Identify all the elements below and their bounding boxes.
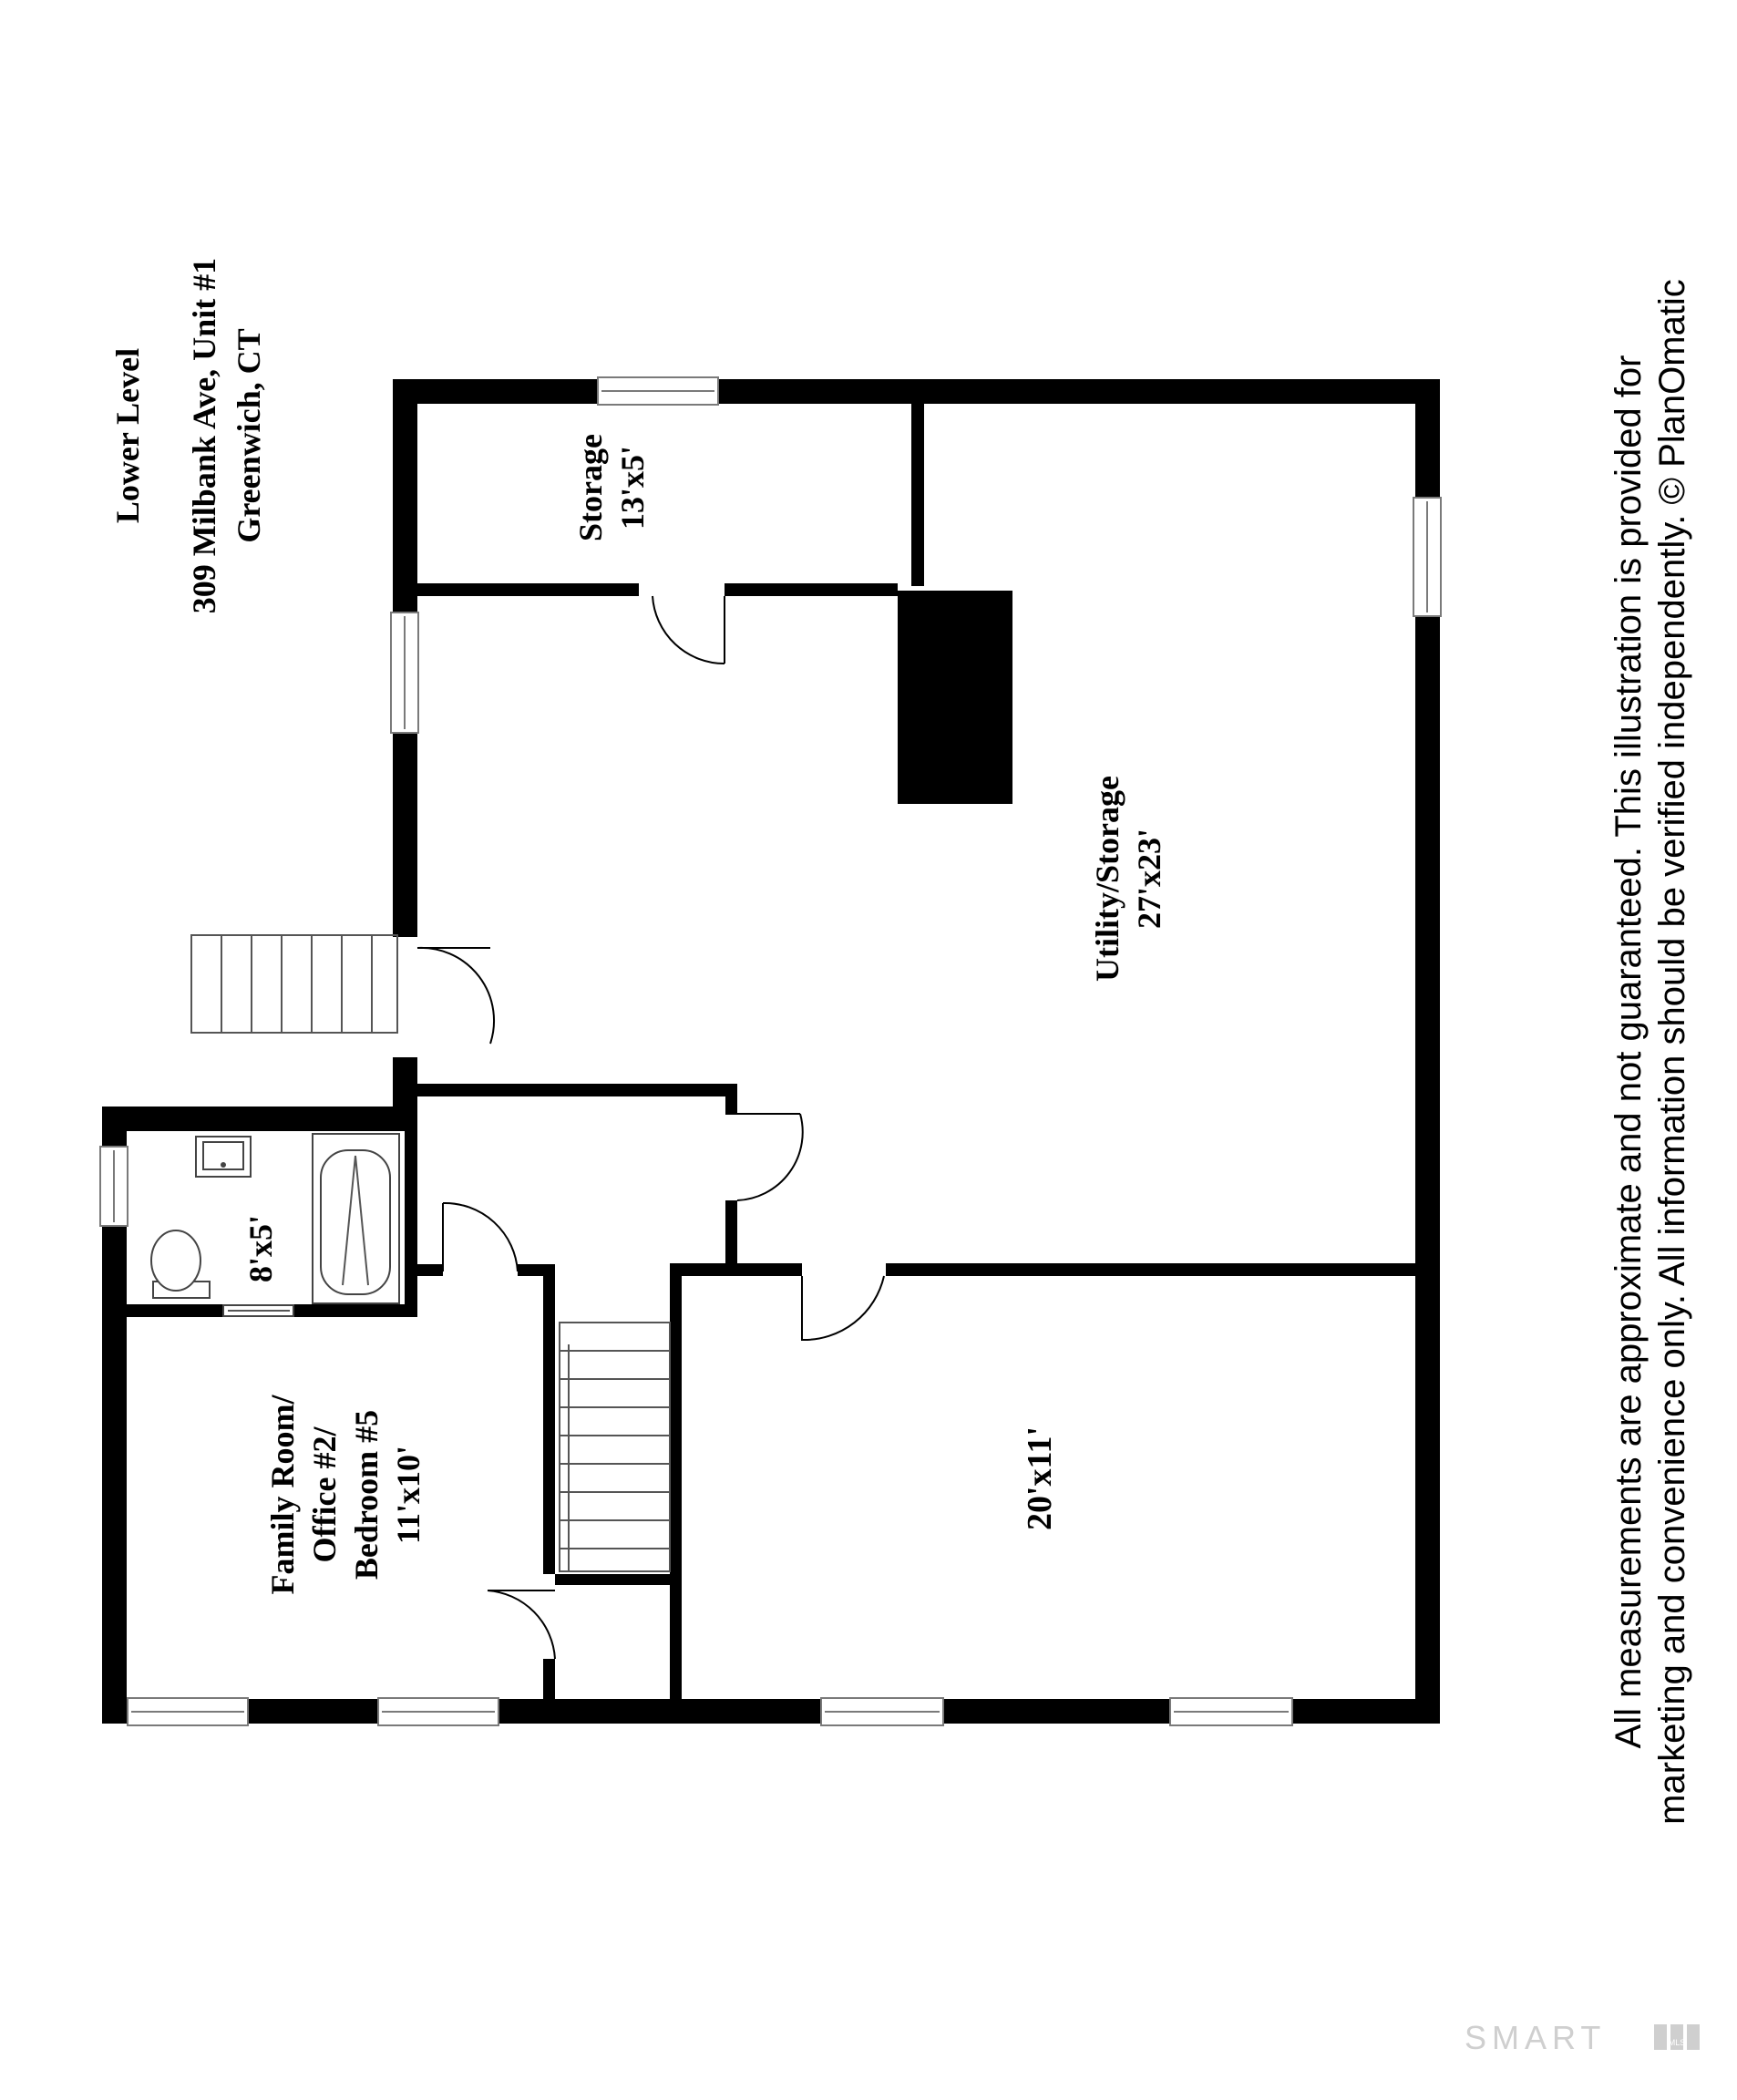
plan-title: Lower Level <box>109 348 146 523</box>
logo-text: SMART <box>1465 2019 1606 2056</box>
family-line1: Family Room/ <box>264 1395 301 1595</box>
utility-label: Utility/Storage 27'x23' <box>1089 776 1167 982</box>
family-line3: Bedroom #5 <box>348 1410 385 1580</box>
bath-size: 8'x5' <box>242 1215 279 1282</box>
storage-name: Storage <box>572 434 609 541</box>
big-room-size: 20'x11' <box>1021 1426 1059 1530</box>
windows <box>99 376 1442 1726</box>
utility-size: 27'x23' <box>1131 829 1167 929</box>
doors <box>416 595 885 1660</box>
interior-stairs <box>559 1322 671 1572</box>
utility-name: Utility/Storage <box>1089 776 1125 982</box>
disclaimer-line2: marketing and convenience only. All info… <box>1652 279 1692 1825</box>
plan-city: Greenwich, CT <box>231 328 267 542</box>
bath-fixtures <box>150 1133 400 1317</box>
family-line2: Office #2/ <box>306 1426 343 1563</box>
logo-sub: MLS <box>1669 2038 1686 2047</box>
walls <box>102 379 1440 1724</box>
family-size: 11'x10' <box>390 1446 427 1544</box>
storage-label: Storage 13'x5' <box>572 434 651 541</box>
exterior-stairs <box>190 934 398 1034</box>
smart-mls-logo: SMART MLS <box>1465 2019 1700 2056</box>
plan-address: 309 Milbank Ave, Unit #1 <box>186 258 222 613</box>
disclaimer-line1: All measurements are approximate and not… <box>1609 355 1649 1749</box>
storage-size: 13'x5' <box>614 446 651 530</box>
family-room-label: Family Room/ Office #2/ Bedroom #5 11'x1… <box>264 1395 427 1595</box>
